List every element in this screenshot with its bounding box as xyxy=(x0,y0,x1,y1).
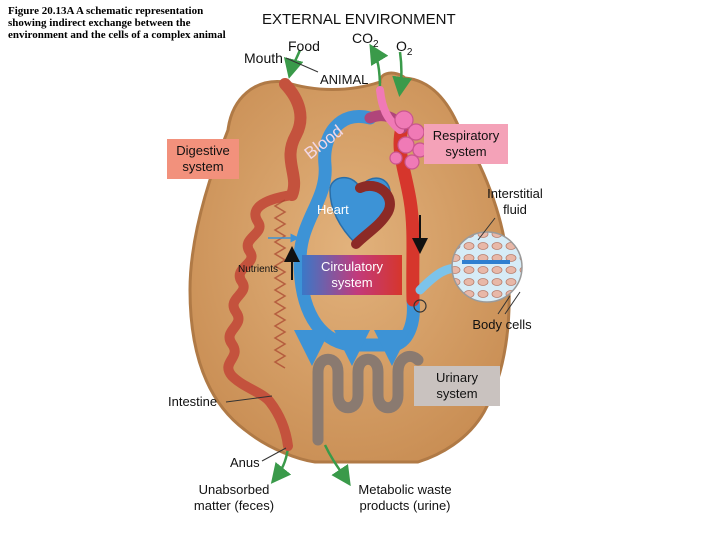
animal-label: ANIMAL xyxy=(320,72,369,87)
intestine-wiggle xyxy=(273,199,287,369)
interstitial-pointer xyxy=(477,217,496,241)
co2-label: CO2 xyxy=(352,30,379,50)
esophagus xyxy=(279,78,307,201)
nutrients-label: Nutrients xyxy=(238,264,279,275)
body-cells-label: Body cells xyxy=(472,317,532,332)
mouth-pointer xyxy=(285,57,319,73)
o2-label: O2 xyxy=(396,38,413,58)
co2-arrow xyxy=(369,43,389,91)
heart-label: Heart xyxy=(317,202,349,217)
urine-arrow xyxy=(323,444,351,487)
external-environment-label: EXTERNAL ENVIRONMENT xyxy=(262,11,456,28)
interstitial-zoom xyxy=(451,231,523,303)
digestive-system-box: Digestive system xyxy=(167,139,239,179)
intestine-pointer xyxy=(225,395,273,403)
interstitial-fluid-label: Interstitial fluid xyxy=(487,186,543,217)
anus-pointer xyxy=(261,447,287,462)
respiratory-system-box: Respiratory system xyxy=(424,124,508,164)
urinary-system-box: Urinary system xyxy=(414,366,500,406)
figure-caption: Figure 20.13A A schematic representation… xyxy=(8,5,226,41)
intestine-coil xyxy=(223,190,297,451)
food-arrow xyxy=(283,49,304,79)
bodycells-pointer xyxy=(497,295,511,315)
feces-arrow xyxy=(270,447,292,484)
unabsorbed-matter-label: Unabsorbed matter (feces) xyxy=(193,482,275,513)
food-label: Food xyxy=(288,38,320,54)
bodycells-pointer-2 xyxy=(504,291,521,315)
intestine-label: Intestine xyxy=(168,394,218,409)
o2-arrow xyxy=(392,51,413,97)
heart-wall xyxy=(351,181,395,249)
metabolic-waste-label: Metabolic waste products (urine) xyxy=(358,482,452,513)
respiratory-lungs xyxy=(376,86,428,170)
anus-label: Anus xyxy=(230,455,260,470)
mouth-label: Mouth xyxy=(244,50,283,66)
circulatory-system-box: Circulatory system xyxy=(302,255,402,295)
